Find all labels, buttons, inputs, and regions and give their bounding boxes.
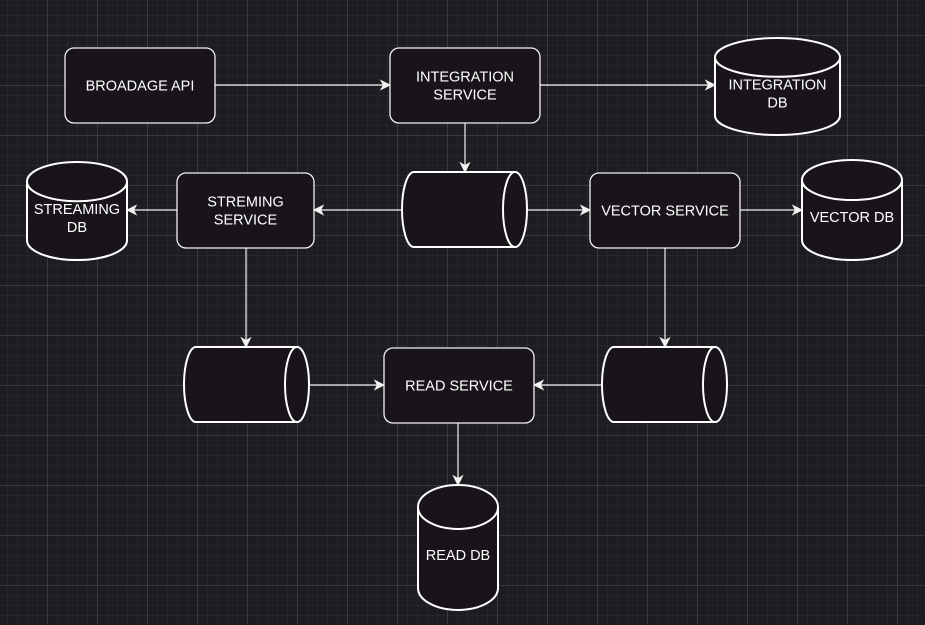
node-label: READ DB <box>426 548 490 564</box>
edge-vector-service-to-queue-right <box>659 248 671 349</box>
arrowhead <box>379 79 392 91</box>
integration-service-box[interactable]: INTEGRATION SERVICE <box>389 47 541 124</box>
node-label: SERVICE <box>433 88 497 104</box>
arrowhead <box>704 79 717 91</box>
node-label: STREMING <box>207 195 284 211</box>
process-box-shape <box>383 347 535 424</box>
arrowhead <box>791 204 804 216</box>
arrowhead <box>659 336 671 349</box>
arrowhead <box>312 204 325 216</box>
edge-broadage-api-to-integration-service <box>215 79 392 91</box>
edges-layer <box>125 79 804 487</box>
node-label: VECTOR DB <box>810 210 894 226</box>
queue-left-queue[interactable] <box>183 346 310 423</box>
edge-queue-center-to-vector-service <box>527 204 592 216</box>
read-service-box[interactable]: READ SERVICE <box>383 347 535 424</box>
edge-vector-service-to-vector-db <box>740 204 804 216</box>
arrowhead <box>532 379 545 391</box>
edge-queue-center-to-streaming-service <box>312 204 402 216</box>
arrowhead <box>452 474 464 487</box>
node-label: READ SERVICE <box>405 379 513 395</box>
queue-end-rim <box>502 171 516 248</box>
node-label: STREAMING <box>34 202 120 218</box>
read-db-database[interactable]: READ DB <box>417 484 499 611</box>
database-top-rim <box>801 179 903 201</box>
node-label: DB <box>67 220 87 236</box>
queue-end-rim <box>702 346 716 423</box>
node-label: VECTOR SERVICE <box>601 204 729 220</box>
nodes-layer: BROADAGE APIINTEGRATIONSERVICEINTEGRATIO… <box>26 37 903 611</box>
arrowhead <box>459 161 471 174</box>
database-top-rim <box>26 181 128 203</box>
arrowhead <box>579 204 592 216</box>
node-label: INTEGRATION <box>416 70 514 86</box>
database-top-rim <box>417 506 499 530</box>
edge-integration-service-to-queue-center <box>459 123 471 174</box>
process-box-shape <box>176 172 315 249</box>
node-label: INTEGRATION <box>728 77 826 93</box>
queue-end-rim <box>284 346 298 423</box>
node-label: DB <box>767 95 787 111</box>
arrowhead <box>240 336 252 349</box>
broadage-api-box[interactable]: BROADAGE API <box>64 47 216 124</box>
edge-streaming-service-to-streaming-db <box>125 204 177 216</box>
process-box-shape <box>64 47 216 124</box>
process-box-shape <box>589 172 741 249</box>
database-top-rim <box>714 57 841 78</box>
arrowhead <box>373 379 386 391</box>
edge-queue-right-to-read-service <box>532 379 602 391</box>
vector-db-database[interactable]: VECTOR DB <box>801 159 903 261</box>
process-box-shape <box>389 47 541 124</box>
streaming-db-database[interactable]: STREAMING DB <box>26 161 128 261</box>
streaming-service-box[interactable]: STREMING SERVICE <box>176 172 315 249</box>
edge-integration-service-to-integration-db <box>540 79 717 91</box>
edge-streaming-service-to-queue-left <box>240 248 252 349</box>
edge-queue-left-to-read-service <box>309 379 386 391</box>
integration-db-database[interactable]: INTEGRATION DB <box>714 37 841 136</box>
edge-read-service-to-read-db <box>452 423 464 487</box>
node-label: BROADAGE API <box>86 79 195 95</box>
vector-service-box[interactable]: VECTOR SERVICE <box>589 172 741 249</box>
arrowhead <box>125 204 138 216</box>
queue-center-queue[interactable] <box>401 171 528 248</box>
node-label: SERVICE <box>214 213 278 229</box>
queue-right-queue[interactable] <box>601 346 728 423</box>
